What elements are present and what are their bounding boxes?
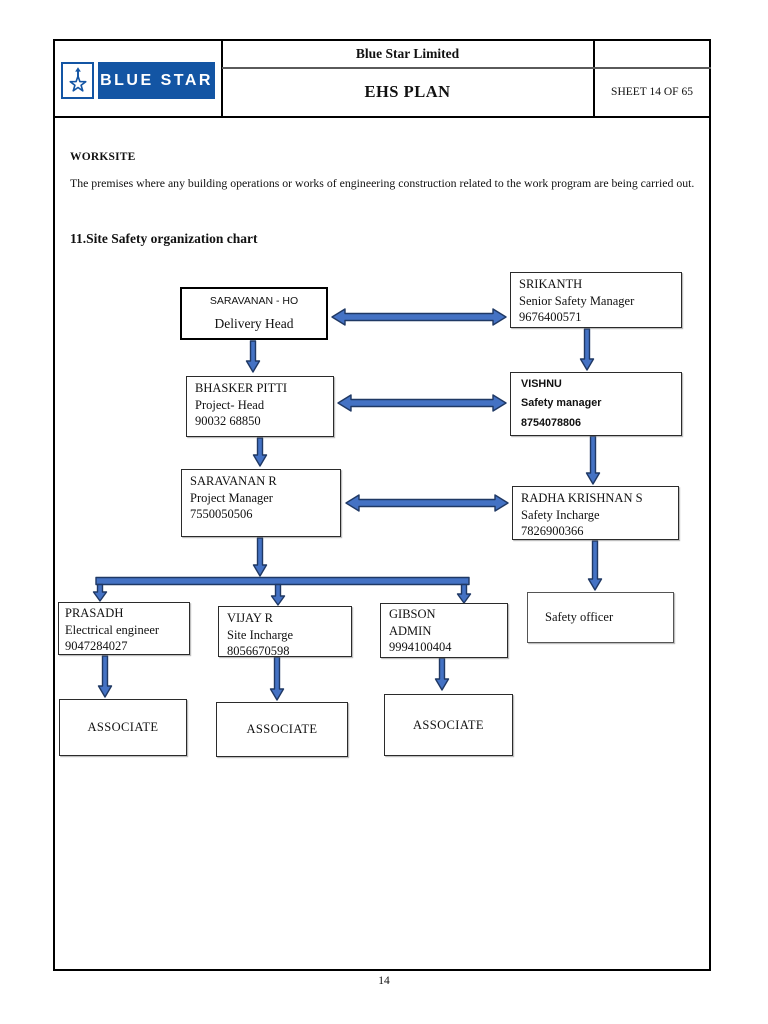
person-name: BHASKER PITTI [195,381,288,395]
org-node-project-head: BHASKER PITTI Project- Head 90032 68850 [186,376,334,437]
person-role: Safety officer [545,610,614,625]
person-name: VISHNU [521,378,562,390]
down-arrow-icon [579,328,595,371]
down-arrow-icon [269,656,285,701]
person-name: SARAVANAN R [190,474,277,488]
person-phone: 7550050506 [190,507,253,521]
down-arrow-icon [252,537,268,577]
section-heading: 11.Site Safety organization chart [70,231,258,246]
person-phone: 9047284027 [65,639,128,653]
page-number: 14 [378,975,390,987]
down-arrow-icon [434,657,450,691]
person-phone: 90032 68850 [195,414,261,428]
org-node-project-manager: SARAVANAN R Project Manager 7550050506 [181,469,341,537]
person-role: Project Manager [190,490,273,505]
person-name: PRASADH [65,606,124,620]
person-name: RADHA KRISHNAN S [521,491,643,505]
org-node-associate-1: ASSOCIATE [59,699,187,756]
connector-bar [95,576,470,586]
document-title: EHS PLAN [364,82,451,101]
person-phone: 7826900366 [521,524,584,538]
company-title: Blue Star Limited [355,45,460,61]
person-role: Safety manager [521,397,602,410]
org-node-senior-safety-manager: SRIKANTH Senior Safety Manager 967640057… [510,272,682,328]
person-phone: 8056670598 [227,644,290,658]
person-role: Safety Incharge [521,507,600,522]
double-arrow-icon [345,494,509,512]
header-divider-vertical-2 [593,39,595,117]
person-phone: 8754078806 [521,416,582,429]
org-node-admin: GIBSON ADMIN 9994100404 [380,603,508,658]
person-name: GIBSON [389,607,436,621]
blue-star-logo-icon [61,62,94,99]
org-node-delivery-head: SARAVANAN - HO Delivery Head [180,287,328,340]
double-arrow-icon [337,394,507,412]
person-role: Electrical engineer [65,622,160,637]
down-arrow-icon [97,655,113,698]
org-node-safety-officer: Safety officer [527,592,674,643]
down-arrow-icon [252,437,268,467]
person-role: Senior Safety Manager [519,293,635,308]
header-bottom-border [53,116,711,118]
org-node-associate-2: ASSOCIATE [216,702,348,757]
person-role: Delivery Head [214,316,294,331]
logo-wordmark: BLUE STAR [98,62,215,99]
double-arrow-icon [331,308,507,326]
worksite-paragraph: The premises where any building operatio… [70,176,695,190]
down-arrow-icon [92,583,108,602]
org-node-safety-incharge: RADHA KRISHNAN S Safety Incharge 7826900… [512,486,679,540]
person-role: ADMIN [389,623,432,638]
person-role: Site Incharge [227,627,294,642]
person-phone: 9676400571 [519,310,582,324]
down-arrow-icon [245,340,261,373]
sheet-number: SHEET 14 OF 65 [611,86,693,98]
org-node-associate-3: ASSOCIATE [384,694,513,756]
org-node-safety-manager: VISHNU Safety manager 8754078806 [510,372,682,436]
blue-star-logo: BLUE STAR [61,62,215,99]
person-name: SARAVANAN - HO [209,295,299,307]
person-name: VIJAY R [227,611,273,625]
down-arrow-icon [585,435,601,485]
person-name: SRIKANTH [519,277,583,291]
down-arrow-icon [587,540,603,591]
down-arrow-icon [270,583,286,606]
person-phone: 9994100404 [389,640,452,654]
org-node-site-incharge: VIJAY R Site Incharge 8056670598 [218,606,352,658]
down-arrow-icon [456,583,472,604]
person-role: Project- Head [195,397,265,412]
org-node-electrical-engineer: PRASADH Electrical engineer 9047284027 [58,602,190,655]
page-border [53,39,711,971]
worksite-heading: WORKSITE [70,151,136,163]
header-divider-horizontal [222,67,711,70]
header-divider-vertical-1 [221,39,223,117]
